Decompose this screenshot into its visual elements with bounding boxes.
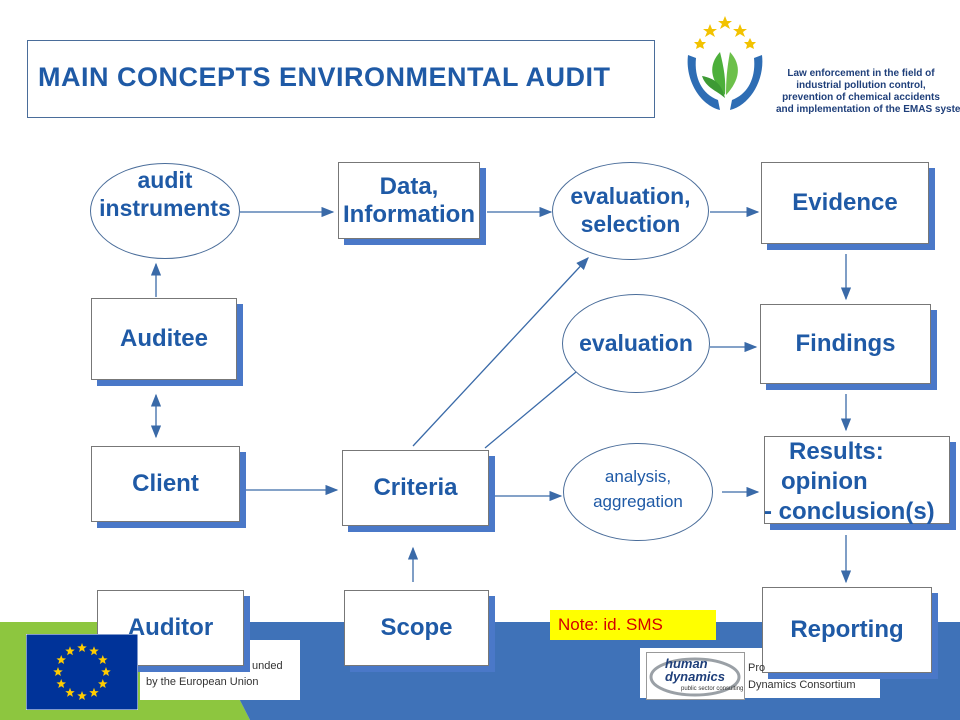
eu-star-icon (65, 646, 75, 656)
node-data-information: Data,Information (338, 162, 480, 239)
node-reporting: Reporting (762, 587, 932, 673)
title-frame (27, 40, 655, 118)
oval-evaluation (562, 294, 710, 393)
node-client: Client (91, 446, 240, 522)
note-label: Note: id. SMS (550, 610, 716, 640)
logo-text-line-2: industrial pollution control, (796, 80, 926, 91)
eu-star-icon (56, 655, 66, 665)
label-evaluation: evaluation (579, 330, 693, 356)
arrow-criteria-to-evaluation (484, 361, 589, 449)
eu-star-icon (101, 667, 111, 677)
logo-text-line-1: Law enforcement in the field of (787, 68, 935, 79)
eu-star-icon (98, 679, 108, 689)
eu-flag-icon (26, 634, 138, 710)
hands-leaves-icon (687, 16, 763, 110)
node-evidence: Evidence (761, 162, 929, 244)
eu-star-icon (77, 691, 87, 701)
human-dynamics-logo: human dynamics public sector consulting (646, 652, 745, 700)
consortium-text: Pro Dynamics Consortium (748, 662, 856, 691)
eu-star-icon (89, 687, 99, 697)
oval-evaluation-selection (552, 162, 709, 260)
oval-audit-instruments (90, 163, 240, 259)
label-evaluation-selection: evaluation, selection (570, 183, 691, 237)
label-audit-instruments: audit instruments (99, 167, 231, 221)
eu-star-icon (65, 687, 75, 697)
project-logo: Law enforcement in the field of industri… (680, 10, 960, 118)
node-criteria: Criteria (342, 450, 489, 526)
label-analysis-aggregation: analysis, aggregation (593, 467, 683, 511)
eu-star-icon (77, 643, 87, 653)
logo-text-line-3: prevention of chemical accidents (782, 92, 940, 103)
eu-star-icon (98, 655, 108, 665)
logo-text-line-4: and implementation of the EMAS system (776, 104, 960, 115)
funded-text: unded by the European Union (146, 660, 283, 688)
eu-star-icon (89, 646, 99, 656)
arrow-criteria-to-evaluation-selection (412, 257, 589, 447)
human-dynamics-swoosh-icon (649, 657, 741, 697)
node-auditee: Auditee (91, 298, 237, 380)
oval-analysis-aggregation (563, 443, 713, 541)
node-scope: Scope (344, 590, 489, 666)
node-findings: Findings (760, 304, 931, 384)
eu-star-icon (53, 667, 63, 677)
page-title: MAIN CONCEPTS ENVIRONMENTAL AUDIT (38, 62, 611, 92)
node-results: Results: opinion - conclusion(s) (764, 436, 950, 525)
eu-star-icon (56, 679, 66, 689)
